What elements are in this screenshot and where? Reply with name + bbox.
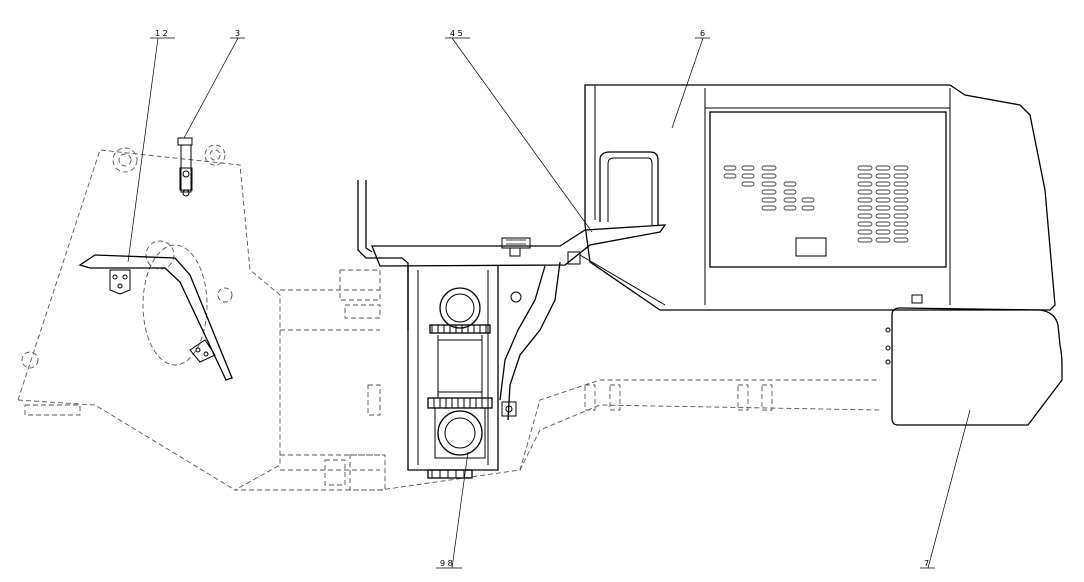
vent-slots-right xyxy=(857,165,909,243)
hidden-chassis-lines xyxy=(17,144,881,491)
callout-label-4-5: 4 5 xyxy=(450,29,463,38)
mast-part-8-9 xyxy=(407,266,517,479)
callout-label-1-2: 1 2 xyxy=(155,29,168,38)
v-bracket-part-1-2 xyxy=(78,254,233,381)
vent-slots-left xyxy=(723,165,815,211)
link-part-3 xyxy=(177,137,193,197)
callout-label-3: 3 xyxy=(235,29,240,38)
platform-arm-part-4-5 xyxy=(357,151,667,421)
callout-label-6: 6 xyxy=(700,29,705,38)
cab-housing-part-6 xyxy=(584,84,1056,311)
callout-label-9-8: 9 8 xyxy=(440,559,453,568)
counterweight-part-7 xyxy=(885,307,1063,426)
callout-label-7: 7 xyxy=(924,559,929,568)
leader-lines xyxy=(127,37,971,569)
